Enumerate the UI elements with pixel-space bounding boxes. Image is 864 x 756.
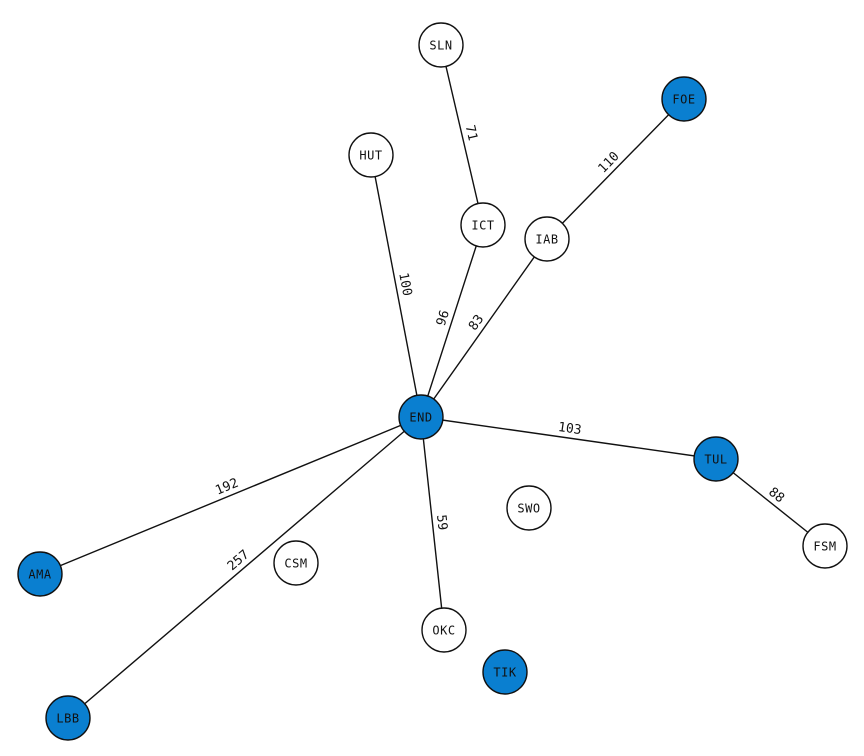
node-label-ama: AMA <box>28 568 51 582</box>
node-fsm: FSM <box>802 523 848 569</box>
node-ict: ICT <box>460 202 506 248</box>
node-foe: FOE <box>661 76 707 122</box>
node-label-csm: CSM <box>284 557 307 571</box>
node-circle-sln <box>418 22 464 68</box>
node-label-ict: ICT <box>471 219 494 233</box>
node-sln: SLN <box>418 22 464 68</box>
edge-label-end-tul: 103 <box>557 420 582 438</box>
node-tul: TUL <box>693 436 739 482</box>
edge-labels-layer: 71 110 100 96 83 103 88 192 257 59 <box>213 124 787 574</box>
edge-hut-end <box>370 154 422 418</box>
edge-tul-fsm <box>715 458 826 547</box>
edge-ict-end <box>420 224 484 418</box>
edge-label-end-lbb: 257 <box>225 547 253 574</box>
node-circle-tul <box>693 436 739 482</box>
edge-label-iab-end: 83 <box>466 312 487 333</box>
edge-end-ama <box>39 416 422 575</box>
node-end: END <box>398 394 444 440</box>
edge-label-end-okc: 59 <box>433 514 450 531</box>
edge-label-tul-fsm: 88 <box>765 485 787 506</box>
node-ama: AMA <box>17 551 63 597</box>
node-label-hut: HUT <box>359 149 382 163</box>
node-label-foe: FOE <box>672 93 695 107</box>
node-label-end: END <box>409 411 432 425</box>
edge-label-foe-iab: 110 <box>596 149 623 176</box>
node-circle-ict <box>460 202 506 248</box>
node-hut: HUT <box>348 132 394 178</box>
node-circle-end <box>398 394 444 440</box>
node-circle-tik <box>482 649 528 695</box>
edge-foe-iab <box>546 98 685 240</box>
node-okc: OKC <box>421 607 467 653</box>
node-label-swo: SWO <box>517 502 540 516</box>
nodes-layer: SLN FOE HUT ICT IAB END TUL SWO FSM AMA CSM OKC TIK L… <box>17 22 848 741</box>
node-circle-csm <box>273 540 319 586</box>
node-csm: CSM <box>273 540 319 586</box>
edge-end-tul <box>420 416 717 460</box>
node-label-sln: SLN <box>429 39 452 53</box>
node-label-iab: IAB <box>535 233 558 247</box>
node-label-fsm: FSM <box>813 540 836 554</box>
node-circle-swo <box>506 485 552 531</box>
node-lbb: LBB <box>45 695 91 741</box>
edge-label-sln-ict: 71 <box>462 124 480 143</box>
edge-label-ict-end: 96 <box>434 308 453 328</box>
node-label-tik: TIK <box>493 666 516 680</box>
node-iab: IAB <box>524 216 570 262</box>
node-tik: TIK <box>482 649 528 695</box>
node-label-lbb: LBB <box>56 712 79 726</box>
node-swo: SWO <box>506 485 552 531</box>
node-circle-okc <box>421 607 467 653</box>
edge-end-okc <box>420 416 445 631</box>
node-circle-foe <box>661 76 707 122</box>
node-label-tul: TUL <box>704 453 727 467</box>
node-label-okc: OKC <box>432 624 455 638</box>
edge-iab-end <box>420 238 548 418</box>
node-circle-hut <box>348 132 394 178</box>
edges-layer <box>39 44 826 719</box>
edge-sln-ict <box>440 44 484 226</box>
node-circle-lbb <box>45 695 91 741</box>
node-circle-iab <box>524 216 570 262</box>
edge-end-lbb <box>67 416 422 719</box>
node-circle-ama <box>17 551 63 597</box>
node-circle-fsm <box>802 523 848 569</box>
edge-label-end-ama: 192 <box>213 476 240 499</box>
edge-label-hut-end: 100 <box>395 271 414 297</box>
